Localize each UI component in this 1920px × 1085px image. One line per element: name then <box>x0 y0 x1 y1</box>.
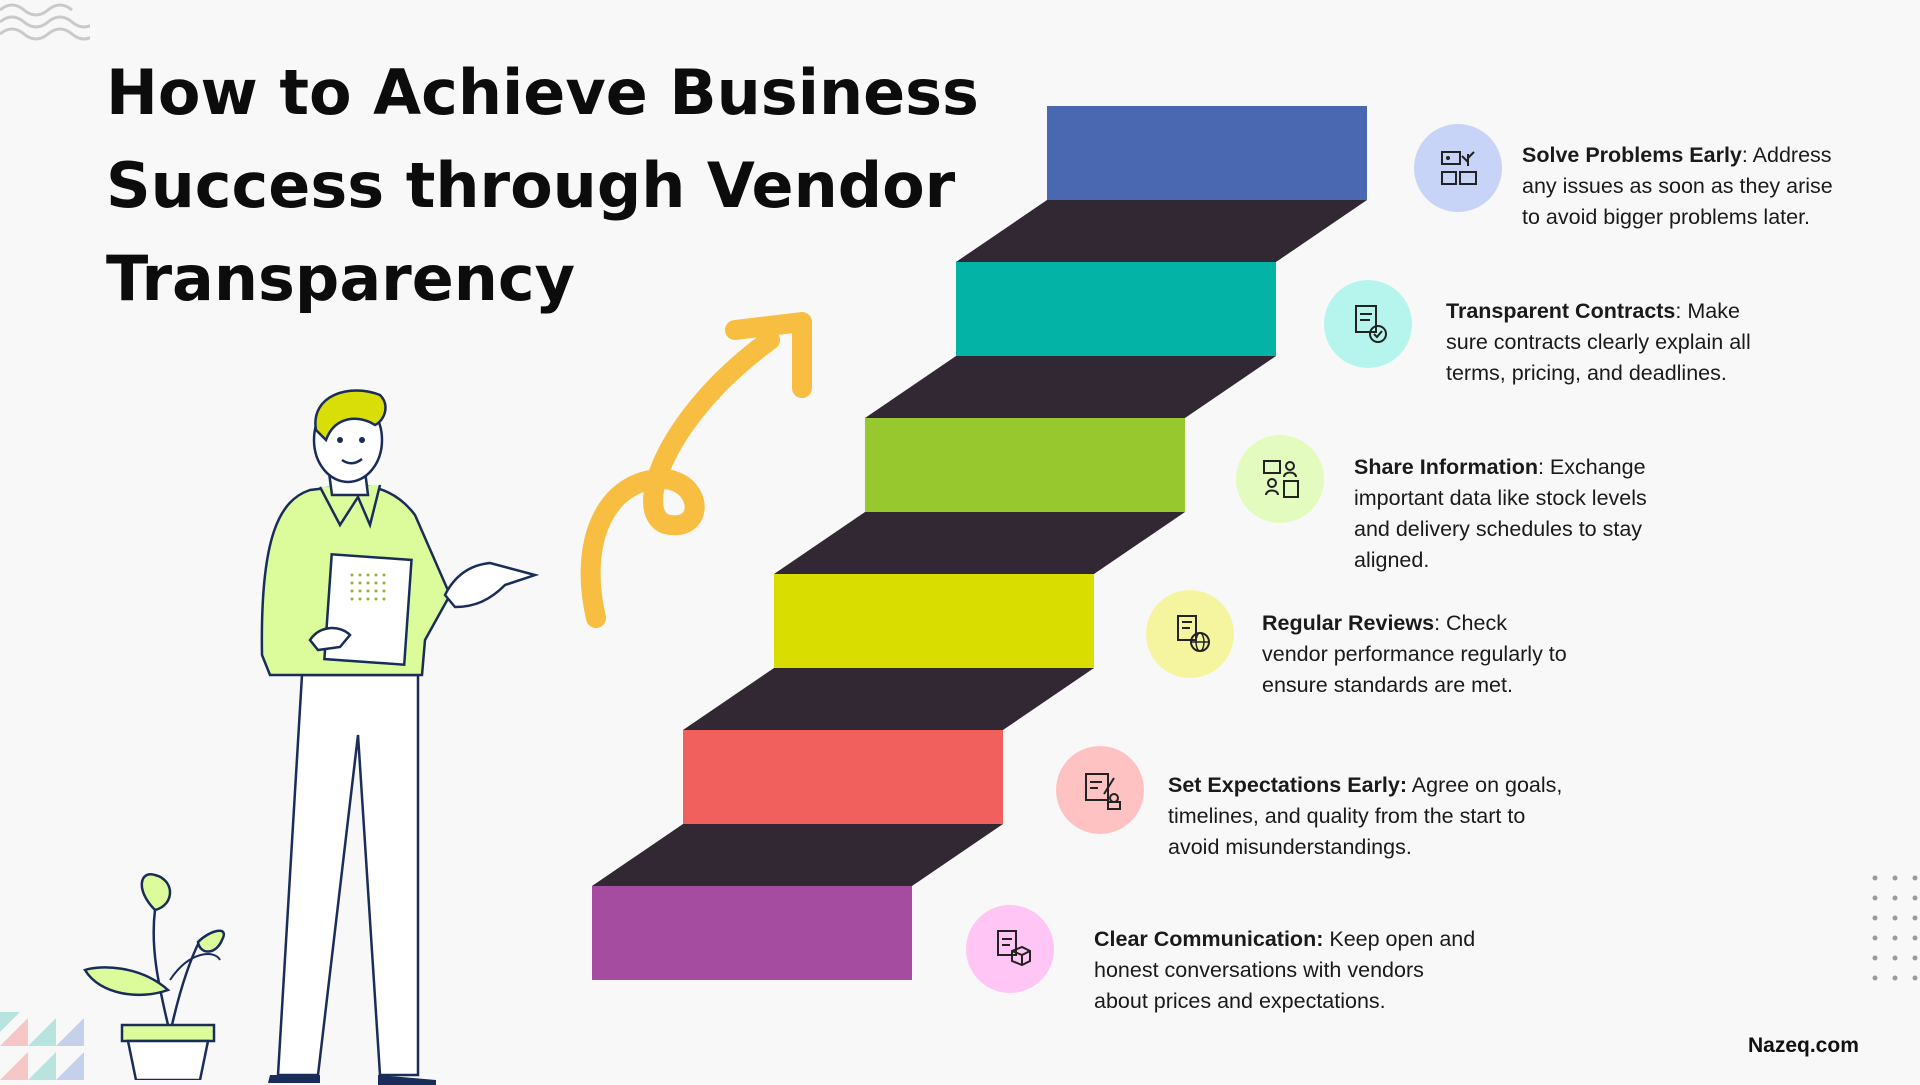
grid-dot <box>1912 975 1918 981</box>
step-2-icon-circle <box>1056 746 1144 834</box>
grid-dot <box>1892 875 1898 881</box>
stair-riser-5 <box>956 200 1367 262</box>
step-6-body-line-3: to avoid bigger problems later. <box>1522 205 1811 229</box>
contract-check-icon <box>1355 305 1387 343</box>
step-6-icon-circle <box>1414 124 1502 212</box>
problem-solving-icon <box>1441 151 1477 185</box>
step-4-body-line-1: : Exchange <box>1537 455 1646 479</box>
step-2-heading: Set Expectations Early: <box>1168 773 1407 797</box>
title-line-1: How to Achieve Business <box>106 56 979 129</box>
stair-step-1 <box>592 886 912 980</box>
step-5-text: Transparent Contracts: Make sure contrac… <box>1446 296 1806 389</box>
step-2-text: Set Expectations Early: Agree on goals, … <box>1168 770 1618 863</box>
step-2-body-line-3: avoid misunderstandings. <box>1168 835 1412 859</box>
step-3-body-line-3: ensure standards are met. <box>1262 673 1513 697</box>
grid-dot <box>1892 935 1898 941</box>
step-1-body-line-1: Keep open and <box>1323 927 1476 951</box>
triangle-pattern-decoration <box>0 1012 84 1080</box>
step-4-text: Share Information: Exchange important da… <box>1354 452 1714 576</box>
page-title: How to Achieve Business Success through … <box>106 46 1006 325</box>
stair-riser-3 <box>774 512 1185 574</box>
step-5-body-line-1: : Make <box>1675 299 1740 323</box>
step-4-body-line-4: aligned. <box>1354 548 1430 572</box>
step-4-body-line-2: important data like stock levels <box>1354 486 1647 510</box>
step-4-body-line-3: and delivery schedules to stay <box>1354 517 1643 541</box>
potted-plant-illustration <box>83 872 225 1080</box>
grid-dot <box>1892 895 1898 901</box>
brand-footer: Nazeq.com <box>1748 1034 1859 1057</box>
step-3-body-line-1: : Check <box>1434 611 1507 635</box>
grid-dot <box>1892 915 1898 921</box>
step-6-body-line-1: : Address <box>1741 143 1832 167</box>
step-3-icon-circle <box>1146 590 1234 678</box>
wave-decoration-icon <box>0 3 90 41</box>
grid-dot <box>1872 915 1878 921</box>
grid-dot <box>1872 875 1878 881</box>
stair-step-4 <box>865 418 1185 512</box>
contract-box-icon <box>997 930 1031 967</box>
step-5-body-line-2: sure contracts clearly explain all <box>1446 330 1751 354</box>
grid-dot <box>1872 895 1878 901</box>
step-1-body-line-3: about prices and expectations. <box>1094 989 1386 1013</box>
step-1-heading: Clear Communication: <box>1094 927 1324 951</box>
step-5-heading: Transparent Contracts <box>1446 299 1676 323</box>
grid-dot <box>1872 935 1878 941</box>
step-4-heading: Share Information <box>1354 455 1538 479</box>
grid-dot <box>1892 975 1898 981</box>
step-3-body-line-2: vendor performance regularly to <box>1262 642 1567 666</box>
step-2-body-line-1: Agree on goals, <box>1406 773 1563 797</box>
person-holding-paper-illustration <box>260 389 540 1085</box>
step-6-text: Solve Problems Early: Address any issues… <box>1522 140 1882 233</box>
curly-arrow-icon <box>580 312 812 628</box>
stair-step-2 <box>683 730 1003 824</box>
step-1-body-line-2: honest conversations with vendors <box>1094 958 1424 982</box>
stair-riser-2 <box>683 668 1094 730</box>
document-globe-icon <box>1177 615 1210 652</box>
step-1-text: Clear Communication: Keep open and hones… <box>1094 924 1514 1017</box>
stair-step-6 <box>1047 106 1367 200</box>
step-5-icon-circle <box>1324 280 1412 368</box>
step-6-heading: Solve Problems Early <box>1522 143 1742 167</box>
document-person-icon <box>1085 773 1121 810</box>
step-1-icon-circle <box>966 905 1054 993</box>
grid-dot <box>1872 975 1878 981</box>
grid-dot <box>1912 895 1918 901</box>
grid-dot <box>1912 955 1918 961</box>
stair-riser-4 <box>865 356 1276 418</box>
grid-dot <box>1912 915 1918 921</box>
dot-grid-decoration <box>1872 875 1918 981</box>
step-5-body-line-3: terms, pricing, and deadlines. <box>1446 361 1727 385</box>
grid-dot <box>1912 875 1918 881</box>
grid-dot <box>1872 955 1878 961</box>
step-3-text: Regular Reviews: Check vendor performanc… <box>1262 608 1642 701</box>
step-3-heading: Regular Reviews <box>1262 611 1435 635</box>
grid-dot <box>1892 955 1898 961</box>
grid-dot <box>1912 935 1918 941</box>
data-share-icon <box>1263 460 1299 498</box>
step-6-body-line-2: any issues as soon as they arise <box>1522 174 1833 198</box>
stair-riser-1 <box>592 824 1003 886</box>
title-line-2: Success through Vendor <box>106 149 956 222</box>
title-line-3: Transparency <box>106 242 576 315</box>
step-4-icon-circle <box>1236 435 1324 523</box>
step-2-body-line-2: timelines, and quality from the start to <box>1168 804 1526 828</box>
